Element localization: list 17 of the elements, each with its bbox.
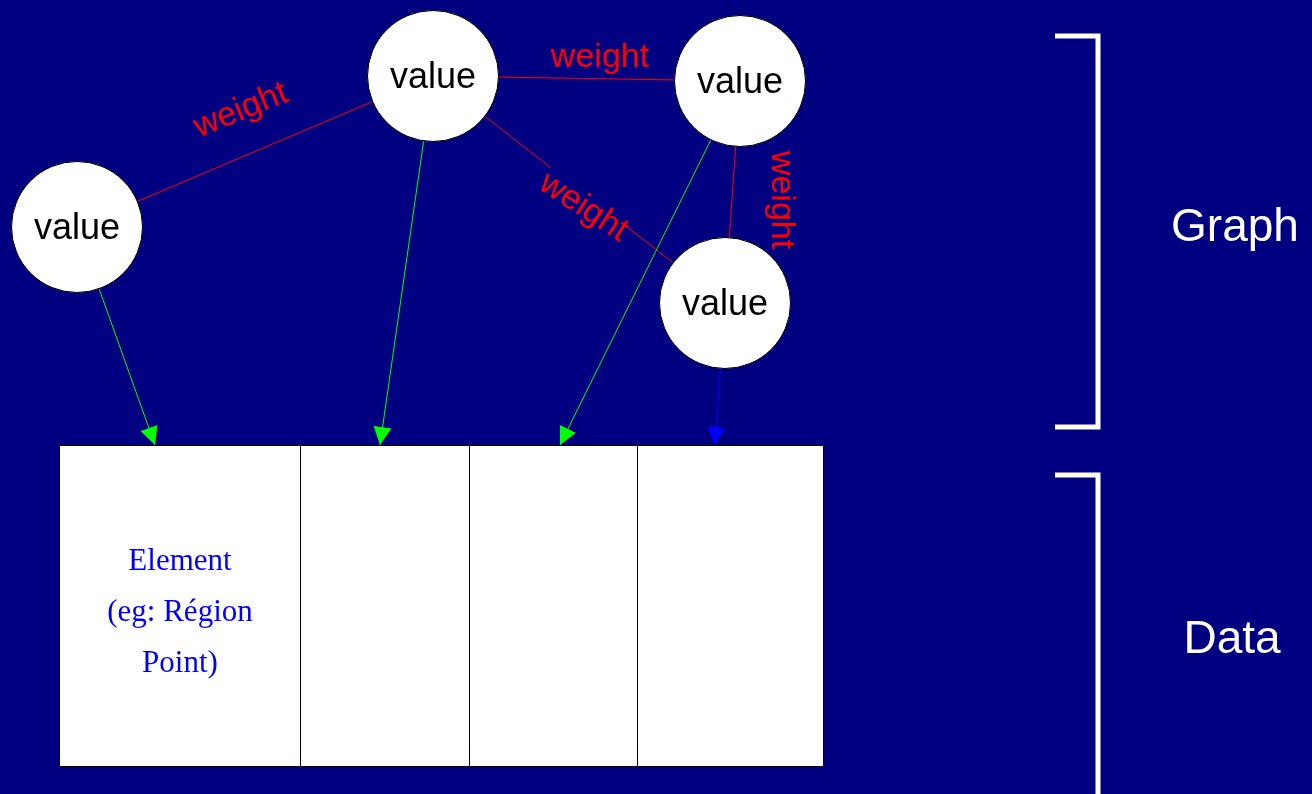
- arrow: [559, 139, 712, 446]
- arrow: [707, 368, 726, 446]
- arrow: [98, 288, 158, 446]
- connector-line: [498, 76, 675, 81]
- table-cell: [469, 445, 638, 767]
- arrow: [373, 140, 425, 446]
- connector-line: [137, 101, 373, 202]
- cell-text: Element (eg: Région Point): [106, 541, 254, 681]
- table-cell: [59, 445, 301, 767]
- node-label: value: [33, 205, 121, 249]
- table-cell: [300, 445, 470, 767]
- connector-line: [728, 146, 737, 238]
- node-label: value: [696, 59, 784, 103]
- node-label: value: [681, 281, 769, 325]
- table-cell: [637, 445, 824, 767]
- node-label: value: [389, 54, 477, 98]
- section-label: Data: [1183, 614, 1281, 660]
